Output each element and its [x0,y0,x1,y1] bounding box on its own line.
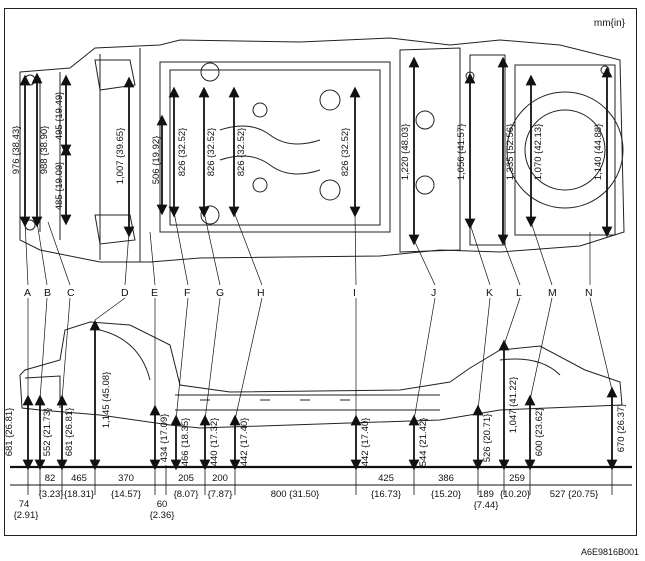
section-letter-b: B [44,287,51,299]
dim-label: 1,007 {39.65} [115,128,126,185]
dim-label: {16.73} [371,489,401,500]
section-letter-k: K [486,287,493,299]
dim-label: 465 [71,473,87,484]
dim-label: {2.91} [14,510,39,521]
dim-label: 988 {38.90} [39,126,50,175]
dim-label: {7.44} [474,500,499,511]
dim-label: {15.20} [431,489,461,500]
dim-label: 681 {26.81} [64,408,75,457]
side-dimension-lines [22,319,618,471]
section-letter-g: G [216,287,224,299]
section-letter-h: H [257,287,265,299]
section-letter-labels: A B C D E F G H I J K L M N [24,287,593,299]
dim-label: 826 {32.52} [340,128,351,177]
dim-label: {7.87} [208,489,233,500]
dim-label: 485 {19.09} [54,162,65,211]
dim-label: 527 {20.75} [550,489,599,500]
dim-label: 552 {21.73} [42,408,53,457]
dim-label: 74 [19,499,30,510]
section-letter-f: F [184,287,190,299]
section-letter-i: I [353,287,356,299]
section-letter-d: D [121,287,129,299]
dim-label: 826 {32.52} [206,128,217,177]
section-letter-l: L [516,287,522,299]
section-letter-c: C [67,287,75,299]
section-letter-n: N [585,287,593,299]
section-leaders [24,211,613,421]
top-dimension-labels: 976 {38.43} 988 {38.90} 495 {19.49} 485 … [11,92,604,211]
dim-label: 826 {32.52} [177,128,188,177]
drawing-frame [4,8,637,536]
dim-label: 440 {17.32} [209,418,220,467]
section-letter-a: A [24,287,31,299]
section-letter-m: M [548,287,557,299]
dim-label: 600 {23.62} [534,408,545,457]
dim-label: 425 [378,473,394,484]
dim-label: 442 {17.40} [360,418,371,467]
dim-label: 434 {17.09} [159,414,170,463]
dim-label: 544 {21.42} [418,418,429,467]
dim-label: {18.31} [64,489,94,500]
dim-label: 826 {32.52} [236,128,247,177]
dim-label: 1,056 {41.57} [456,124,467,181]
dim-label: 681 {26.81} [4,408,15,457]
dim-label: 1,145 {45.08} [101,372,112,429]
dim-label: {3.23} [39,489,64,500]
dim-label: 976 {38.43} [11,126,22,175]
figure-code: A6E9816B001 [580,547,639,557]
dim-label: 200 [212,473,228,484]
dim-label: 442 {17.40} [239,418,250,467]
dim-label: 1,140 {44.88} [593,124,604,181]
top-dimension-lines [19,56,613,246]
dim-label: {14.57} [111,489,141,500]
dim-label: 259 [509,473,525,484]
dim-label: 1,070 {42.13} [533,124,544,181]
dim-label: 60 [157,499,168,510]
section-letter-j: J [431,287,436,299]
section-letter-e: E [151,287,158,299]
dim-label: {8.07} [174,489,199,500]
dim-label: 386 [438,473,454,484]
dim-label: 205 [178,473,194,484]
dim-label: 526 {20.71} [482,414,493,463]
dim-label: {2.36} [150,510,175,521]
dim-label: 1,335 {52.56} [505,124,516,181]
horizontal-dimension-labels: 82 465 370 205 200 800 {31.50} 425 386 2… [14,473,599,521]
dim-label: 466 {18.35} [180,418,191,467]
dim-label: 82 [45,473,56,484]
dim-label: 495 {19.49} [54,92,65,141]
dim-label: 370 [118,473,134,484]
ground-line [10,465,632,495]
unit-note: mm{in} [593,18,625,29]
dim-label: 189 [478,489,494,500]
dim-label: 800 {31.50} [271,489,320,500]
dim-label: 670 {26.37} [616,404,627,453]
dim-label: 1,220 {48.03} [400,124,411,181]
side-dimension-labels: 681 {26.81} 552 {21.73} 681 {26.81} 1,14… [4,372,627,467]
dim-label: 1,047 {41.22} [508,377,519,434]
dim-label: {10.20} [500,489,530,500]
dim-label: 506 {19.92} [151,136,162,185]
